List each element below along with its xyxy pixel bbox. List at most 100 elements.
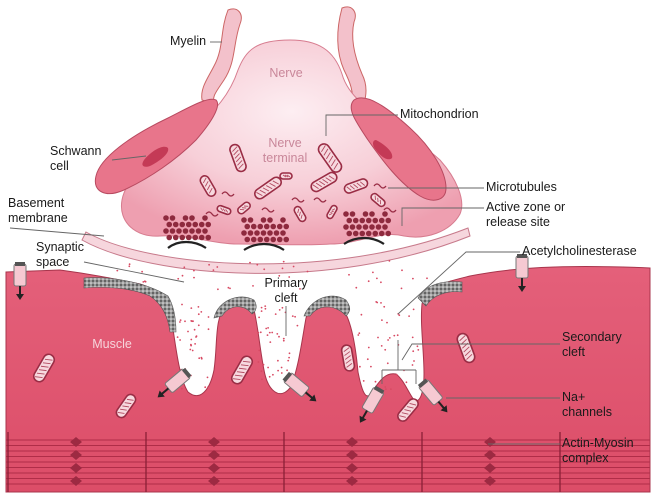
cleft-dot	[257, 361, 260, 363]
cleft-dot	[387, 339, 389, 341]
microtubule	[313, 197, 327, 203]
cleft-dot	[291, 315, 294, 317]
cleft-dot	[191, 349, 194, 352]
cleft-dot	[189, 348, 192, 351]
na-channels	[157, 367, 448, 423]
vesicle	[263, 223, 270, 230]
leader-lines	[9, 41, 560, 445]
cleft-dot	[277, 369, 279, 372]
vesicle	[172, 221, 179, 228]
myosin-node	[346, 437, 358, 447]
microtubule	[221, 191, 235, 197]
mitochondrion	[237, 201, 251, 215]
cleft-dot	[266, 334, 269, 336]
myosin-node	[70, 450, 82, 460]
vesicle	[250, 223, 257, 230]
vesicle	[365, 230, 372, 237]
cleft-dot	[412, 308, 415, 311]
vesicle	[241, 217, 247, 223]
myosin-node	[208, 437, 220, 447]
cleft-dot	[377, 336, 379, 339]
cleft-dot	[141, 270, 144, 273]
schwann-cell-left	[94, 98, 218, 194]
vesicle	[372, 217, 379, 224]
mitochondrion	[279, 172, 293, 180]
cleft-dot	[262, 363, 265, 366]
cleft-dot	[190, 307, 193, 309]
active-zone-label: Active zone or release site	[486, 200, 566, 229]
cleft-dot	[184, 320, 186, 323]
myelin-left	[201, 8, 242, 105]
cleft-dot	[207, 316, 210, 318]
cleft-dot	[288, 356, 290, 359]
basal-lamina	[83, 277, 463, 333]
cleft-dot	[271, 331, 274, 334]
cleft-dot	[278, 309, 281, 311]
cleft-dot	[181, 303, 183, 306]
cleft-dot	[401, 269, 403, 272]
muscle-mitochondria	[32, 332, 476, 422]
na-channel	[282, 371, 317, 402]
cleft-dot	[265, 327, 268, 330]
cleft-dot	[183, 266, 186, 269]
vesicle	[356, 224, 362, 230]
cleft-dot	[190, 338, 193, 341]
nerve-terminal-label: Nerve terminal	[262, 136, 308, 165]
cleft-dot	[207, 386, 209, 389]
mitochondrion	[343, 178, 369, 194]
cleft-dot	[278, 274, 281, 277]
na-channels-label: Na+ channels	[562, 390, 613, 419]
cleft-dot	[287, 359, 290, 362]
cleft-dot	[197, 313, 200, 316]
cleft-dot	[306, 270, 309, 273]
cleft-dot	[383, 305, 386, 308]
basement-membrane-label: Basement membrane	[8, 196, 68, 225]
cleft-dot	[370, 365, 372, 368]
cleft-dots	[116, 260, 428, 390]
vesicle	[250, 236, 257, 243]
cleft-dot	[390, 388, 392, 390]
cleft-dot	[177, 277, 180, 280]
cleft-dot	[143, 280, 146, 283]
vesicle	[205, 234, 212, 241]
mitochondrion	[254, 176, 282, 200]
active-zones	[167, 236, 385, 251]
cleft-dot	[292, 265, 295, 268]
cleft-dot	[264, 307, 267, 310]
nerve-mitochondria	[199, 143, 386, 223]
vesicle	[166, 234, 173, 241]
cleft-dot	[413, 360, 415, 362]
cleft-dot	[358, 332, 361, 335]
vesicle	[382, 211, 388, 217]
mitochondrion-label: Mitochondrion	[400, 107, 479, 121]
vesicle	[359, 230, 366, 237]
cleft-dot	[380, 345, 383, 347]
mitochondrion	[115, 393, 137, 419]
cleft-dot	[180, 387, 183, 390]
cleft-dot	[179, 339, 182, 341]
vesicle	[247, 217, 254, 223]
vesicle	[260, 217, 267, 223]
vesicle	[179, 234, 186, 241]
myosin-node	[484, 476, 496, 486]
nerve-label: Nerve	[269, 66, 303, 80]
cleft-dot	[260, 306, 263, 309]
basement-membrane	[81, 227, 471, 274]
schwann-cell-right	[350, 97, 447, 201]
vesicle	[270, 223, 277, 230]
vesicle	[385, 230, 392, 237]
mitochondrion	[326, 204, 338, 220]
vesicle	[362, 211, 369, 217]
cleft-dot	[128, 265, 131, 268]
cleft-dot	[274, 313, 277, 315]
microtubule	[291, 197, 305, 203]
myosin-node	[346, 476, 358, 486]
cleft-dot	[193, 276, 195, 279]
mitochondrion	[397, 398, 419, 422]
vesicle	[346, 217, 353, 224]
cleft-dot	[376, 277, 378, 280]
cleft-dot	[278, 335, 280, 338]
acetylcholinesterase-label: Acetylcholinesterase	[522, 244, 637, 258]
cleft-dot	[416, 345, 419, 348]
mitochondrion	[370, 192, 386, 208]
